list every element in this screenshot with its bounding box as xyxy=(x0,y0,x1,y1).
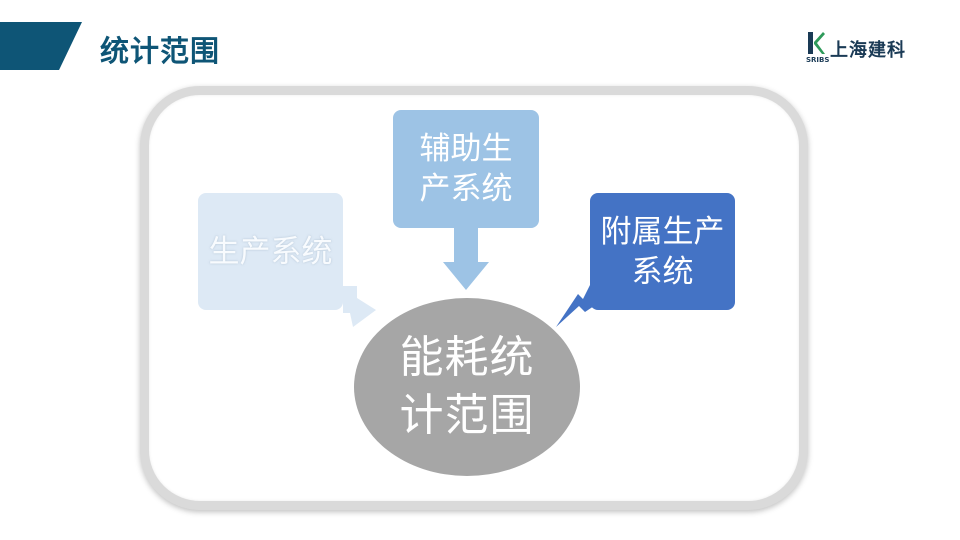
center-line-2: 计范围 xyxy=(399,390,535,441)
logo-subtext: SRIBS xyxy=(806,56,830,64)
box-auxiliary-production-system: 辅助生 产系统 xyxy=(393,110,539,228)
logo-text: 上海建科 xyxy=(830,40,906,61)
company-logo: 上海建科 SRIBS xyxy=(806,30,916,70)
arrow-from-auxiliary xyxy=(443,228,489,290)
box-production-system: 生产系统 xyxy=(198,193,343,310)
box-ancillary-line-2: 系统 xyxy=(631,253,694,290)
box-ancillary-line-1: 附属生产 xyxy=(600,213,725,250)
center-line-1: 能耗统 xyxy=(399,332,535,383)
arrow-from-ancillary xyxy=(556,285,600,327)
page-title: 统计范围 xyxy=(100,34,221,68)
sribs-logo-icon xyxy=(808,32,825,54)
center-energy-scope-ellipse: 能耗统 计范围 xyxy=(354,298,580,476)
box-auxiliary-line-1: 辅助生 xyxy=(419,131,513,167)
arrow-from-production xyxy=(343,286,376,327)
box-production-line-1: 生产系统 xyxy=(208,233,333,270)
box-auxiliary-line-2: 产系统 xyxy=(419,171,513,207)
box-ancillary-production-system: 附属生产 系统 xyxy=(590,193,735,310)
